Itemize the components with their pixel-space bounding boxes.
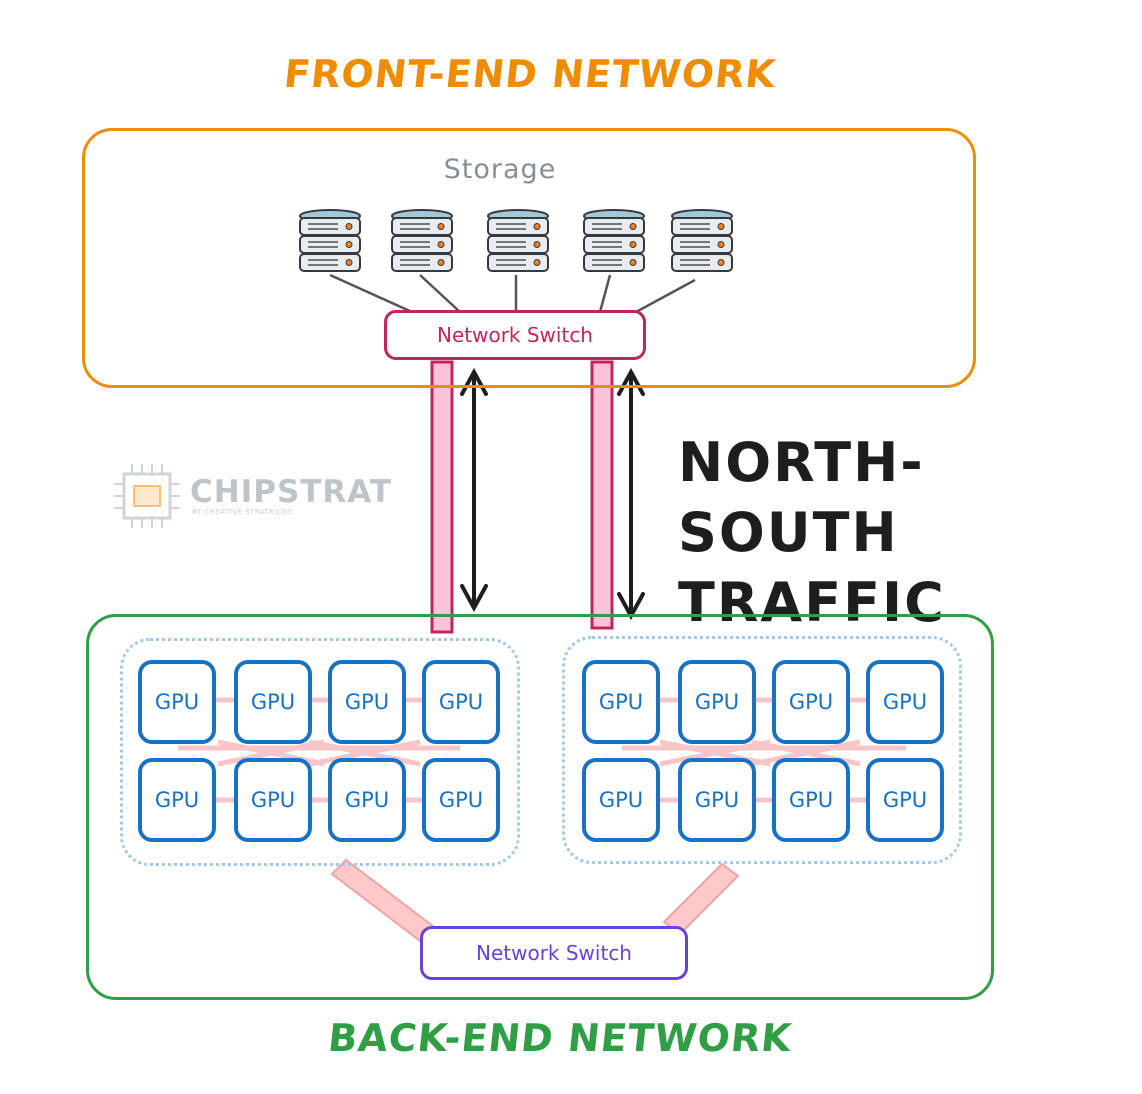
gpu-mesh-right (622, 697, 906, 803)
gpu-card: GPU (328, 660, 406, 744)
gpu-card: GPU (582, 758, 660, 842)
gpu-card: GPU (772, 758, 850, 842)
gpu-group-left (120, 638, 520, 866)
gpu-card: GPU (234, 660, 312, 744)
double-arrow-right-icon (617, 367, 645, 621)
gpu-card: GPU (772, 660, 850, 744)
storage-links (329, 273, 696, 314)
front-network-switch-label: Network Switch (437, 323, 593, 347)
storage-server-icon (391, 209, 453, 272)
gpu-card: GPU (678, 660, 756, 744)
gpu-card: GPU (234, 758, 312, 842)
gpu-card: GPU (422, 758, 500, 842)
back-network-switch-label: Network Switch (476, 941, 632, 965)
logo-name: CHIPSTRAT (190, 474, 393, 510)
gpu-card: GPU (582, 660, 660, 744)
chipstrat-logo-icon (114, 464, 180, 528)
front-end-title: FRONT-END NETWORK (281, 52, 779, 96)
uplink-pipe-left (430, 360, 454, 634)
storage-server-icon (583, 209, 645, 272)
storage-server-icon (487, 209, 549, 272)
storage-label: Storage (443, 154, 557, 185)
back-end-network-box (86, 614, 994, 1000)
gpu-card: GPU (866, 758, 944, 842)
gpu-group-right (562, 636, 962, 864)
north-south-traffic-label: NORTH-SOUTH TRAFFIC (678, 428, 1142, 638)
gpu-card: GPU (328, 758, 406, 842)
back-end-title: BACK-END NETWORK (326, 1016, 794, 1060)
uplink-pipe-right (590, 360, 614, 630)
front-end-network-box (82, 128, 976, 388)
gpu-card: GPU (138, 758, 216, 842)
traffic-label-line2: TRAFFIC (678, 571, 946, 634)
logo-subtitle: BY CREATIVE STRATEGIES (192, 508, 293, 516)
storage-server-icon (299, 209, 361, 272)
gpu-card: GPU (678, 758, 756, 842)
gpu-card: GPU (866, 660, 944, 744)
gpu-card: GPU (138, 660, 216, 744)
front-network-switch: Network Switch (384, 310, 646, 360)
gpu-card: GPU (422, 660, 500, 744)
storage-server-icon (671, 209, 733, 272)
back-network-switch: Network Switch (420, 926, 688, 980)
traffic-label-line1: NORTH-SOUTH (678, 431, 925, 564)
double-arrow-left-icon (460, 367, 488, 613)
